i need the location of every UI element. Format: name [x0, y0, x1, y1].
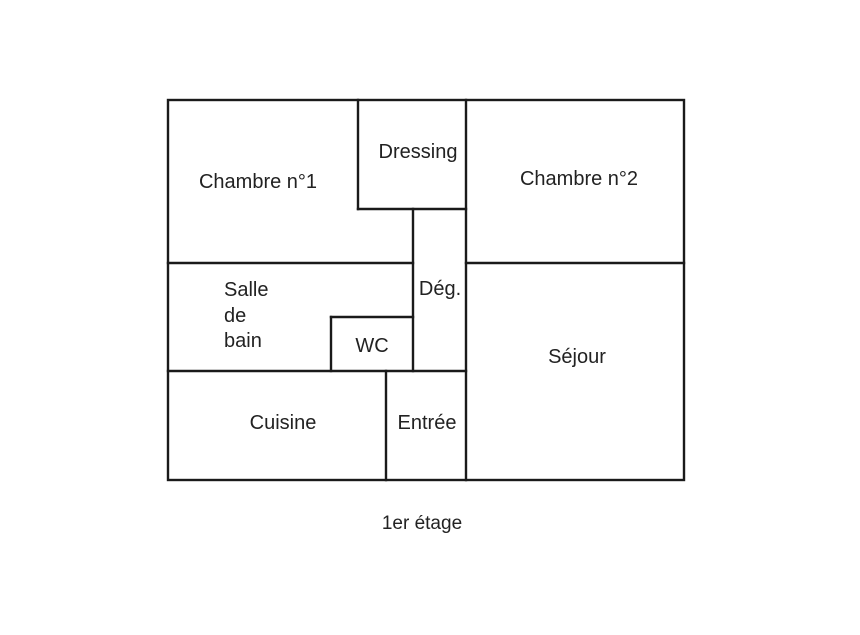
- room-label-chambre1: Chambre n°1: [199, 171, 317, 193]
- room-label-sejour: Séjour: [548, 346, 606, 368]
- floor-caption: 1er étage: [382, 513, 462, 534]
- interior-walls: [166, 98, 686, 482]
- room-label-entree: Entrée: [398, 412, 457, 434]
- room-label-degagement: Dég.: [419, 278, 461, 300]
- outer-wall: [166, 98, 686, 482]
- room-label-salle-de-bain-line2: de: [224, 305, 246, 327]
- room-label-dressing: Dressing: [379, 141, 458, 163]
- room-label-wc: WC: [355, 335, 388, 357]
- room-label-salle-de-bain-line1: Salle: [224, 279, 268, 301]
- room-label-cuisine: Cuisine: [250, 412, 317, 434]
- room-label-chambre2: Chambre n°2: [520, 168, 638, 190]
- room-label-salle-de-bain-line3: bain: [224, 330, 262, 352]
